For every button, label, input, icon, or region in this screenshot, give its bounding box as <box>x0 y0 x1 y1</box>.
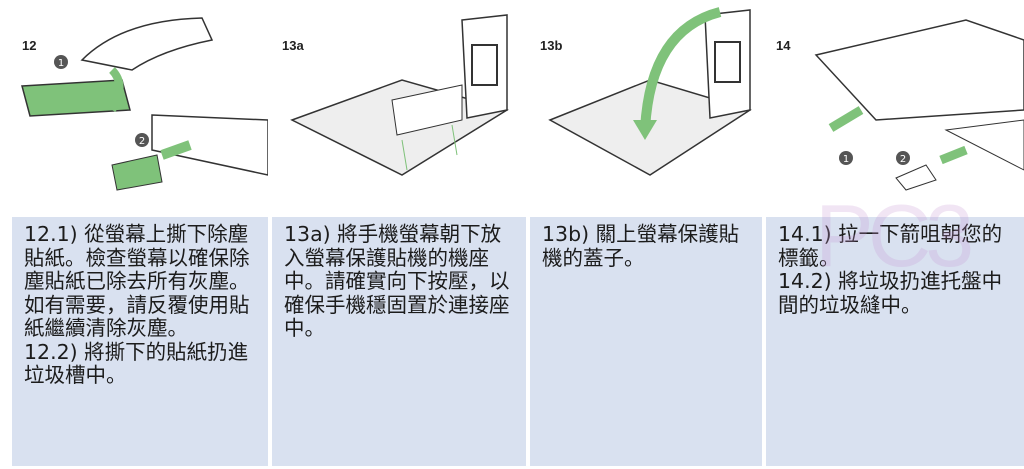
step-number: 13a <box>282 38 304 53</box>
step-12: 1 2 12 12.1) 從螢幕上撕下除塵貼紙。檢查螢幕以確保除塵貼紙已除去所有… <box>12 0 268 469</box>
step-13b: 13b 13b) 關上螢幕保護貼機的蓋子。 <box>530 0 762 469</box>
step-14: 1 2 14 14.1) 拉一下箭咀朝您的標籤。 14.2) 將垃圾扔進托盤中間… <box>766 0 1024 469</box>
instruction-text: 14.1) 拉一下箭咀朝您的標籤。 <box>778 222 1003 270</box>
step-number: 13b <box>540 38 563 53</box>
instruction-text: 13a) 將手機螢幕朝下放入螢幕保護貼機的機座中。請確實向下按壓，以確保手機穩固… <box>284 222 510 340</box>
step-13a: 13a 13a) 將手機螢幕朝下放入螢幕保護貼機的機座中。請確實向下按壓，以確保… <box>272 0 526 469</box>
pull-tab-illustration: 1 2 <box>814 19 1024 191</box>
instruction-text: 13b) 關上螢幕保護貼機的蓋子。 <box>542 222 740 270</box>
svg-text:2: 2 <box>139 136 145 147</box>
instruction-panel: 13a) 將手機螢幕朝下放入螢幕保護貼機的機座中。請確實向下按壓，以確保手機穩固… <box>272 217 526 466</box>
step-number: 12 <box>22 38 37 53</box>
instruction-text: 12.1) 從螢幕上撕下除塵貼紙。檢查螢幕以確保除塵貼紙已除去所有灰塵。如有需要… <box>24 222 250 340</box>
marker-1-icon <box>54 55 68 69</box>
svg-text:2: 2 <box>900 154 906 165</box>
step-number: 14 <box>776 38 791 53</box>
peel-sticker-illustration: 1 2 <box>21 17 268 191</box>
instruction-text: 14.2) 將垃圾扔進托盤中間的垃圾縫中。 <box>778 269 1003 317</box>
close-lid-illustration <box>548 7 752 176</box>
svg-text:1: 1 <box>58 58 64 69</box>
svg-text:1: 1 <box>843 154 849 165</box>
instruction-panel: 14.1) 拉一下箭咀朝您的標籤。 14.2) 將垃圾扔進托盤中間的垃圾縫中。 <box>766 217 1024 466</box>
instruction-text: 12.2) 將撕下的貼紙扔進垃圾槽中。 <box>24 339 249 387</box>
instruction-panel: 13b) 關上螢幕保護貼機的蓋子。 <box>530 217 762 466</box>
place-phone-illustration <box>290 14 509 176</box>
instruction-panel: 12.1) 從螢幕上撕下除塵貼紙。檢查螢幕以確保除塵貼紙已除去所有灰塵。如有需要… <box>12 217 268 466</box>
